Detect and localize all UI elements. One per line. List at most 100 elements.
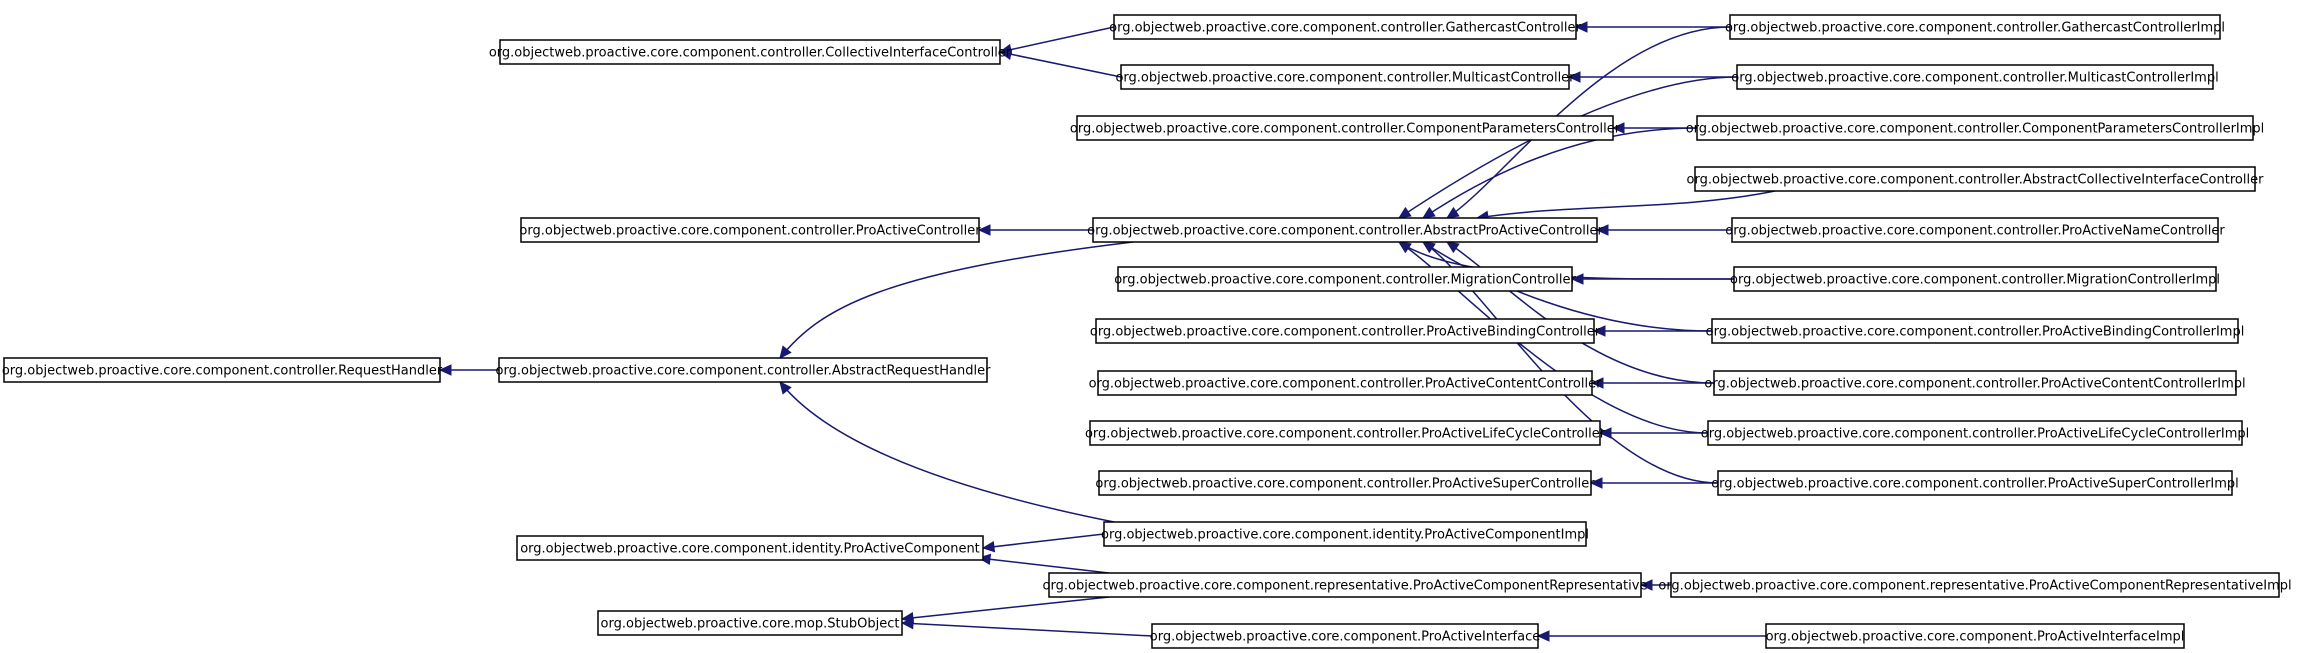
class-node-proactive-content-controller[interactable]: org.objectweb.proactive.core.component.c… bbox=[1089, 370, 1603, 396]
inheritance-edge bbox=[1567, 71, 1737, 83]
class-node-abstract-request-handler[interactable]: org.objectweb.proactive.core.component.c… bbox=[496, 357, 992, 383]
class-node-box[interactable] bbox=[1103, 521, 1587, 547]
class-node-box[interactable] bbox=[498, 357, 988, 383]
class-node-box[interactable] bbox=[1711, 318, 2239, 344]
edge-arrowhead bbox=[1421, 241, 1436, 254]
class-node-box[interactable] bbox=[1713, 370, 2237, 396]
class-node-label: org.objectweb.proactive.core.component.c… bbox=[489, 46, 1012, 61]
class-node-proactive-binding-controller-impl[interactable]: org.objectweb.proactive.core.component.c… bbox=[1706, 318, 2245, 344]
inheritance-edge bbox=[1595, 224, 1732, 236]
class-node-proactive-interface[interactable]: org.objectweb.proactive.core.component.P… bbox=[1150, 623, 1540, 649]
class-node-stub-object[interactable]: org.objectweb.proactive.core.mop.StubObj… bbox=[597, 610, 903, 636]
class-node-box[interactable] bbox=[1729, 14, 2221, 40]
class-node-proactive-controller[interactable]: org.objectweb.proactive.core.component.c… bbox=[519, 217, 981, 243]
class-node-box[interactable] bbox=[1113, 14, 1577, 40]
edge-line bbox=[901, 596, 1110, 620]
class-node-box[interactable] bbox=[1694, 166, 2256, 192]
class-node-collective-interface-controller[interactable]: org.objectweb.proactive.core.component.c… bbox=[489, 39, 1012, 65]
inheritance-edge bbox=[998, 48, 1122, 78]
class-node-label: org.objectweb.proactive.core.component.c… bbox=[1089, 377, 1603, 392]
class-node-component-parameters-controller[interactable]: org.objectweb.proactive.core.component.c… bbox=[1070, 115, 1621, 141]
class-node-box[interactable] bbox=[1092, 217, 1598, 243]
class-node-proactive-binding-controller[interactable]: org.objectweb.proactive.core.component.c… bbox=[1090, 318, 1601, 344]
class-node-box[interactable] bbox=[1120, 64, 1570, 90]
edge-line bbox=[982, 533, 1105, 549]
class-node-box[interactable] bbox=[1089, 420, 1601, 446]
class-node-proactive-name-controller[interactable]: org.objectweb.proactive.core.component.c… bbox=[1725, 217, 2225, 243]
class-node-abstract-collective-interface-controller[interactable]: org.objectweb.proactive.core.component.c… bbox=[1687, 166, 2265, 192]
class-node-proactive-lifecycle-controller[interactable]: org.objectweb.proactive.core.component.c… bbox=[1085, 420, 1606, 446]
class-node-box[interactable] bbox=[597, 610, 903, 636]
edge-arrowhead bbox=[1592, 325, 1606, 337]
class-node-proactive-content-controller-impl[interactable]: org.objectweb.proactive.core.component.c… bbox=[1704, 370, 2246, 396]
class-node-migration-controller-impl[interactable]: org.objectweb.proactive.core.component.c… bbox=[1730, 266, 2220, 292]
class-node-box[interactable] bbox=[516, 535, 984, 561]
class-node-gathercast-controller-impl[interactable]: org.objectweb.proactive.core.component.c… bbox=[1725, 14, 2225, 40]
class-node-box[interactable] bbox=[520, 217, 980, 243]
inheritance-edge bbox=[1574, 21, 1730, 33]
edge-arrowhead bbox=[977, 224, 991, 236]
edge-arrowhead bbox=[1421, 206, 1436, 219]
class-node-request-handler[interactable]: org.objectweb.proactive.core.component.c… bbox=[2, 357, 443, 383]
class-node-proactive-component-representative[interactable]: org.objectweb.proactive.core.component.r… bbox=[1043, 572, 1648, 598]
class-node-label: org.objectweb.proactive.core.component.c… bbox=[1701, 427, 2249, 442]
class-node-box[interactable] bbox=[1696, 115, 2254, 141]
class-node-component-parameters-controller-impl[interactable]: org.objectweb.proactive.core.component.c… bbox=[1686, 115, 2265, 141]
nodes-layer: org.objectweb.proactive.core.component.c… bbox=[2, 14, 2292, 649]
class-node-proactive-interface-impl[interactable]: org.objectweb.proactive.core.component.P… bbox=[1765, 623, 2185, 649]
edge-arrowhead bbox=[1567, 71, 1581, 83]
edge-arrowhead bbox=[1595, 224, 1609, 236]
class-node-box[interactable] bbox=[499, 39, 1001, 65]
class-node-label: org.objectweb.proactive.core.component.P… bbox=[1150, 630, 1540, 645]
edge-line bbox=[779, 241, 1134, 359]
class-node-box[interactable] bbox=[1098, 470, 1592, 496]
class-node-migration-controller[interactable]: org.objectweb.proactive.core.component.c… bbox=[1114, 266, 1576, 292]
class-node-proactive-component-representative-impl[interactable]: org.objectweb.proactive.core.component.r… bbox=[1658, 572, 2292, 598]
class-node-label: org.objectweb.proactive.core.component.c… bbox=[1085, 427, 1606, 442]
class-node-proactive-super-controller[interactable]: org.objectweb.proactive.core.component.c… bbox=[1095, 470, 1595, 496]
class-node-label: org.objectweb.proactive.core.component.c… bbox=[1704, 377, 2245, 392]
inheritance-edge bbox=[1598, 427, 1708, 439]
class-node-box[interactable] bbox=[3, 357, 441, 383]
class-node-multicast-controller[interactable]: org.objectweb.proactive.core.component.c… bbox=[1115, 64, 1575, 90]
class-node-proactive-lifecycle-controller-impl[interactable]: org.objectweb.proactive.core.component.c… bbox=[1701, 420, 2249, 446]
class-node-gathercast-controller[interactable]: org.objectweb.proactive.core.component.c… bbox=[1109, 14, 1582, 40]
class-node-box[interactable] bbox=[1670, 572, 2280, 598]
class-node-box[interactable] bbox=[1097, 370, 1593, 396]
inheritance-edge bbox=[438, 364, 499, 376]
class-node-box[interactable] bbox=[1733, 266, 2217, 292]
class-node-box[interactable] bbox=[1707, 420, 2243, 446]
edge-arrowhead bbox=[981, 540, 996, 553]
edge-line bbox=[978, 557, 1110, 574]
class-node-proactive-component-impl[interactable]: org.objectweb.proactive.core.component.i… bbox=[1101, 521, 1589, 547]
edge-line bbox=[1476, 190, 1776, 219]
class-node-label: org.objectweb.proactive.core.component.c… bbox=[1687, 173, 2265, 188]
class-node-label: org.objectweb.proactive.core.component.c… bbox=[496, 364, 992, 379]
inheritance-edge bbox=[779, 241, 1134, 359]
edge-arrowhead bbox=[1397, 206, 1412, 219]
class-node-proactive-super-controller-impl[interactable]: org.objectweb.proactive.core.component.c… bbox=[1711, 470, 2239, 496]
class-node-proactive-component[interactable]: org.objectweb.proactive.core.component.i… bbox=[516, 535, 984, 561]
class-node-label: org.objectweb.proactive.core.component.c… bbox=[1115, 71, 1575, 86]
class-node-box[interactable] bbox=[1095, 318, 1595, 344]
class-node-box[interactable] bbox=[1117, 266, 1573, 292]
edge-arrowhead bbox=[1574, 21, 1588, 33]
class-node-box[interactable] bbox=[1717, 470, 2233, 496]
class-node-multicast-controller-impl[interactable]: org.objectweb.proactive.core.component.c… bbox=[1731, 64, 2219, 90]
class-node-box[interactable] bbox=[1765, 623, 2185, 649]
edge-arrowhead bbox=[779, 381, 792, 395]
class-node-box[interactable] bbox=[1731, 217, 2219, 243]
edge-line bbox=[999, 51, 1122, 78]
edge-arrowhead bbox=[438, 364, 452, 376]
edge-line bbox=[779, 381, 1115, 523]
class-node-box[interactable] bbox=[1076, 115, 1614, 141]
inheritance-edge bbox=[1590, 377, 1714, 389]
class-node-box[interactable] bbox=[1151, 623, 1539, 649]
class-node-box[interactable] bbox=[1736, 64, 2214, 90]
inheritance-edge bbox=[779, 381, 1115, 523]
inheritance-edge bbox=[981, 533, 1105, 553]
edge-arrowhead bbox=[1570, 273, 1584, 285]
inheritance-edge bbox=[1475, 190, 1776, 223]
class-node-box[interactable] bbox=[1048, 572, 1642, 598]
class-node-abstract-proactive-controller[interactable]: org.objectweb.proactive.core.component.c… bbox=[1087, 217, 1604, 243]
